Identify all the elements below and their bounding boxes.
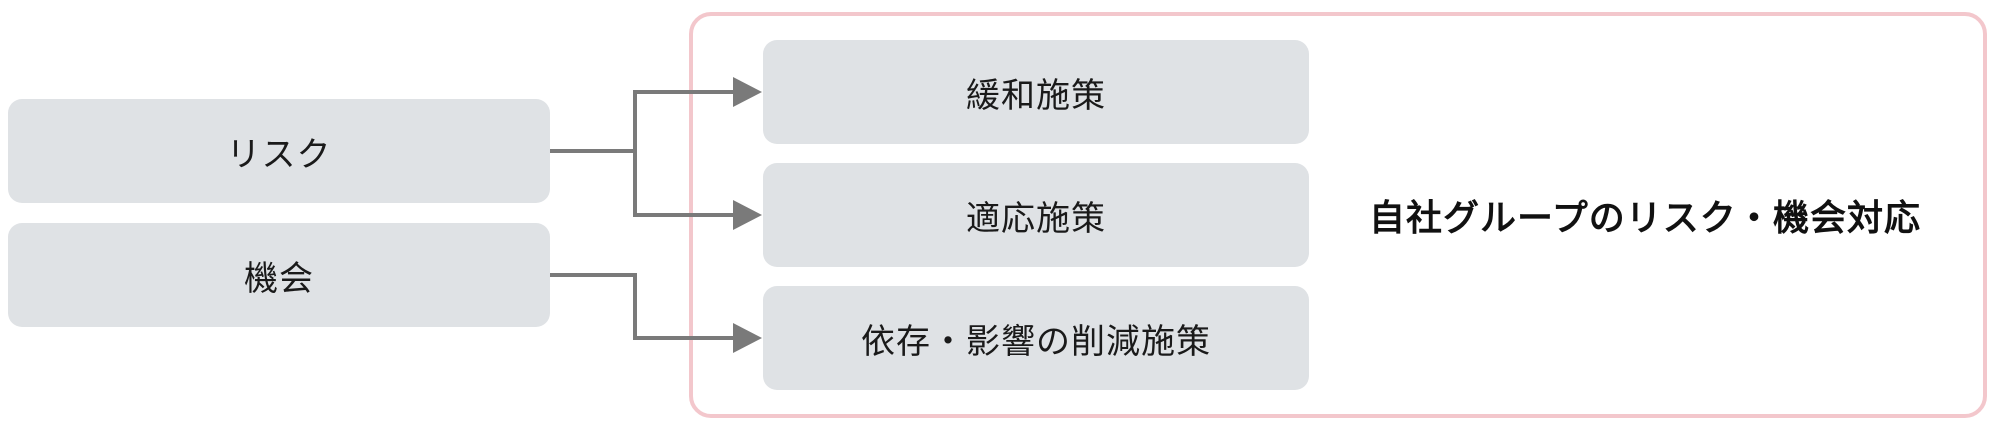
opportunity-box: 機会 (8, 223, 550, 327)
risk-connector-branch (633, 151, 733, 217)
dependency-impact-reduction-box: 依存・影響の削減施策 (763, 286, 1309, 390)
adaptation-measures-box: 適応施策 (763, 163, 1309, 267)
adaptation-measures-label: 適応施策 (966, 198, 1106, 239)
group-title: 自社グループのリスク・機会対応 (1368, 198, 1922, 239)
mitigation-measures-label: 緩和施策 (966, 75, 1106, 116)
arrowhead-to-adaptation (733, 200, 762, 230)
arrowhead-to-mitigation (733, 77, 762, 107)
dependency-impact-reduction-label: 依存・影響の削減施策 (861, 321, 1211, 362)
risk-box: リスク (8, 99, 550, 203)
arrowhead-to-reduction (733, 323, 762, 353)
opportunity-label: 機会 (244, 258, 314, 299)
risk-label: リスク (226, 134, 332, 175)
risk-connector-trunk (550, 90, 733, 153)
mitigation-measures-box: 緩和施策 (763, 40, 1309, 144)
opportunity-connector (550, 273, 733, 340)
